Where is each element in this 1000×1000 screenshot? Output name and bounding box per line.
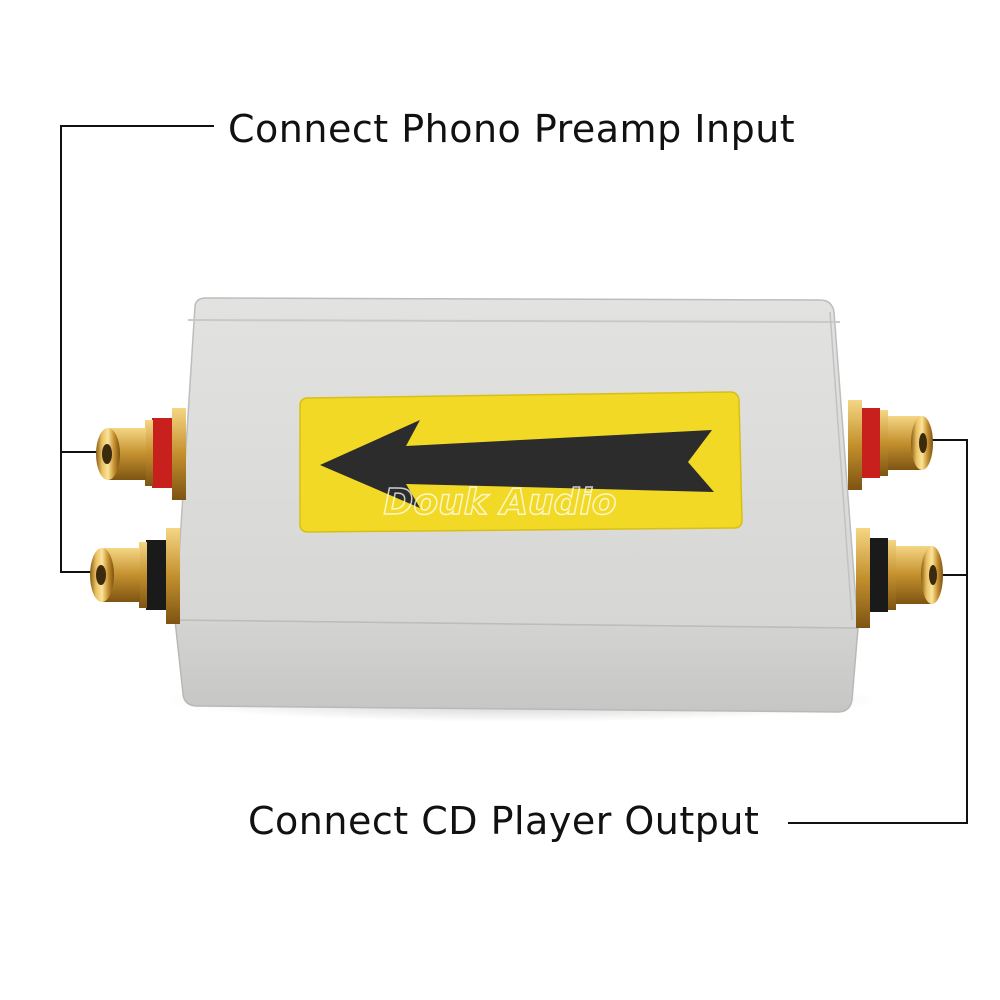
rca-jack-right-bottom [856,528,943,628]
jack-pin-hole [96,565,106,585]
jack-pin-hole [102,444,112,464]
brand-watermark: Douk Audio [383,482,616,523]
jack-nut [166,528,180,624]
red-ring [152,418,172,488]
lid-edge [187,319,841,323]
callout-phono-input: Connect Phono Preamp Input [228,107,796,151]
rca-jack-left-top [96,408,186,500]
jack-nut [848,400,862,490]
red-ring [862,408,880,478]
jack-collar [139,542,147,608]
rca-jack-left-bottom [90,528,180,624]
black-ring [870,538,888,612]
jack-nut [856,528,870,628]
callout-cd-output: Connect CD Player Output [248,799,760,843]
jack-nut [172,408,186,500]
lid-edge-right [829,311,853,621]
leader-line-bottom [788,439,968,824]
leader-line-top [60,125,214,573]
jack-collar [888,540,896,610]
jack-collar [145,420,153,486]
leader-lines [60,125,968,824]
black-ring [146,540,166,610]
rca-jack-right-top [848,400,933,490]
arrow-sticker [299,391,743,533]
jack-collar [880,410,888,476]
jack-pin-hole [919,433,927,453]
arrow-left-icon [320,420,714,508]
jack-pin-hole [929,565,937,585]
enclosure-front [174,619,859,713]
